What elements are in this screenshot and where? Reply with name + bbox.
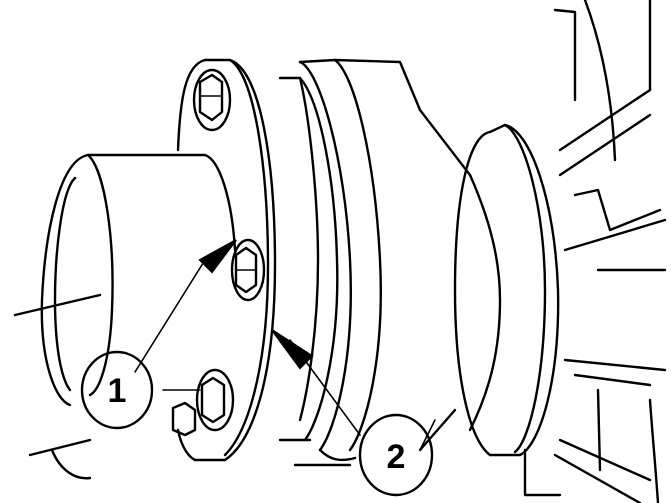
- front-flange: [176, 58, 277, 462]
- rear-pulley: [453, 123, 560, 457]
- bolt-top: [192, 68, 232, 132]
- bolt-middle: [230, 238, 266, 302]
- front-tube: [13, 153, 237, 480]
- bolt-bottom: [162, 368, 235, 437]
- middle-drum: [298, 58, 422, 462]
- callout-1: 1: [80, 239, 237, 430]
- callout-2-label: 2: [387, 438, 406, 476]
- fan-blades: [523, 0, 667, 503]
- callout-2: 2: [271, 329, 436, 497]
- callout-1-label: 1: [108, 372, 127, 410]
- tapered-section: [418, 108, 502, 452]
- groove-ring: [278, 76, 352, 467]
